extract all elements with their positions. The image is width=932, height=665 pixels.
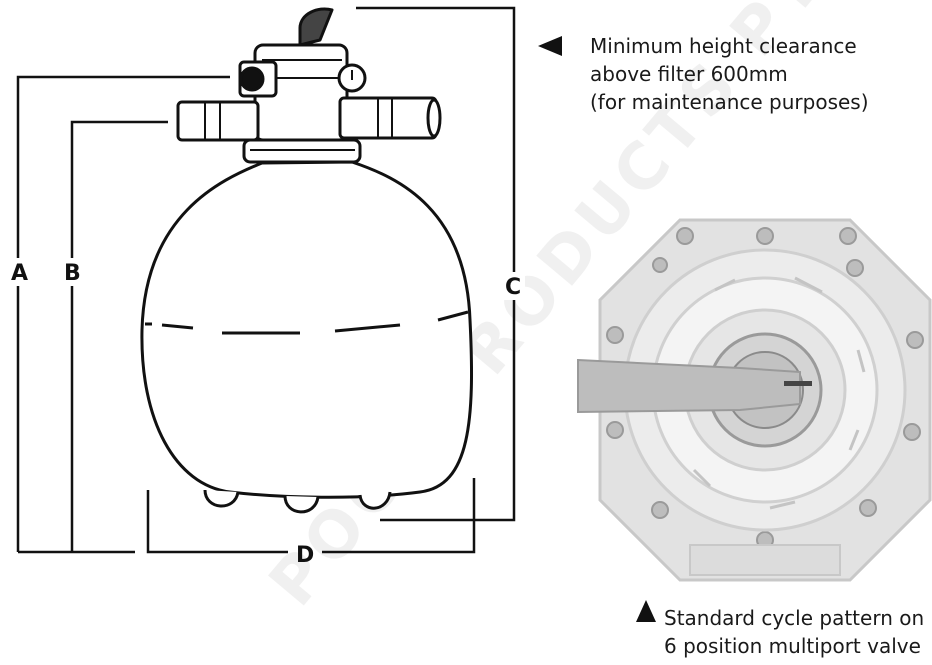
pipe-right: [338, 96, 438, 140]
valve-handle-top: [577, 358, 801, 414]
arrow-up-icon: [636, 600, 656, 622]
tank-foot-left: [203, 489, 240, 508]
dimension-label-a: A: [11, 261, 28, 286]
dimension-label-d: D: [296, 543, 314, 568]
clearance-note-line-2: above filter 600mm: [590, 62, 788, 86]
clearance-note-line-1: Minimum height clearance: [590, 34, 857, 58]
dimension-label-c: C: [505, 275, 521, 300]
tank-foot-right: [358, 491, 392, 510]
dimension-lines: [16, 6, 516, 554]
tank-seam: [145, 310, 469, 335]
cycle-note-line-2: 6 position multiport valve: [664, 634, 921, 658]
clearance-note-line-3: (for maintenance purposes): [590, 90, 869, 114]
sand-filter-illustration: [140, 7, 474, 514]
cycle-note-line-1: Standard cycle pattern on: [664, 606, 925, 630]
flange-bolts: [606, 227, 924, 549]
arrow-left-icon: [538, 36, 562, 56]
cycle-pattern-note: Standard cycle pattern on 6 position mul…: [664, 604, 924, 660]
pipe-left: [176, 100, 260, 142]
valve-handle: [298, 7, 334, 47]
multiport-valve-top-view: [577, 218, 932, 582]
tank-foot-mid: [283, 495, 320, 514]
filter-tank: [140, 160, 474, 499]
clearance-note: Minimum height clearance above filter 60…: [590, 32, 869, 116]
dimension-label-b: B: [64, 261, 81, 286]
